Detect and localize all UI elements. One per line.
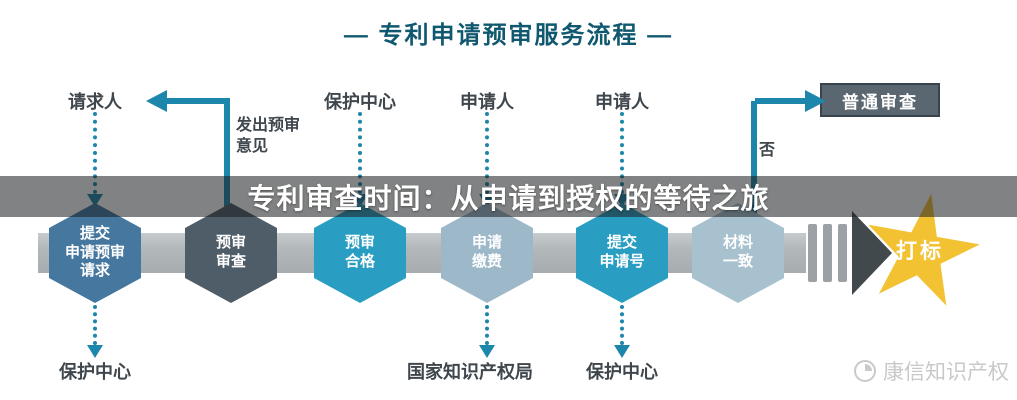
- overlay-caption-text: 专利审查时间：从申请到授权的等待之旅: [247, 182, 770, 214]
- hexagon-application-payment: 申请 缴费: [441, 203, 533, 303]
- arrow-right-elbow-horizontal: [755, 98, 807, 104]
- label-protection-center-bottom-right: 保护中心: [586, 362, 658, 382]
- ordinary-examination-box: 普通审查: [820, 83, 940, 117]
- dotted-arrow-applicant2-down: [620, 112, 624, 194]
- arrowhead-down-icon: [479, 345, 495, 358]
- label-issue-opinion: 发出预审 意见: [236, 117, 301, 155]
- label-applicant-1: 申请人: [460, 92, 514, 112]
- dotted-arrow-requester-down: [93, 112, 97, 194]
- arrow-left-head-icon: [146, 90, 167, 112]
- label-applicant-2: 申请人: [595, 92, 649, 112]
- watermark-text: 康信知识产权: [883, 361, 1009, 384]
- arrowhead-down-icon: [87, 345, 103, 358]
- label-no: 否: [759, 142, 776, 159]
- watermark: 康信知识产权: [853, 356, 1009, 386]
- hexagon-submit-preexam-request: 提交 申请预审 请求: [49, 203, 141, 303]
- dotted-arrow-to-protection-right: [620, 305, 624, 345]
- dotted-arrow-to-protection-left: [93, 305, 97, 345]
- dotted-arrow-applicant1-down: [485, 112, 489, 194]
- hexagon-submit-application-number: 提交 申请号: [576, 203, 668, 303]
- hexagon-materials-consistent: 材料 一致: [692, 203, 784, 303]
- hexagon-preexam-qualified: 预审 合格: [314, 203, 406, 303]
- process-band: [38, 233, 806, 273]
- play-arrow-icon: [852, 211, 892, 295]
- hexagon-preexam-review: 预审 审查: [185, 203, 277, 303]
- pause-bar-icon: [823, 224, 832, 282]
- dotted-arrow-protection-down: [358, 112, 362, 194]
- pause-bar-icon: [808, 224, 817, 282]
- dotted-arrow-to-cnipa: [485, 305, 489, 345]
- pause-bar-icon: [838, 224, 847, 282]
- arrow-right-head-icon: [805, 90, 826, 112]
- arrow-left-elbow-horizontal: [166, 98, 230, 104]
- label-requester: 请求人: [68, 92, 122, 112]
- overlay-caption-banner: 专利审查时间：从申请到授权的等待之旅: [0, 176, 1017, 217]
- label-protection-center-bottom-left: 保护中心: [59, 362, 131, 382]
- label-cnipa: 国家知识产权局: [407, 362, 533, 382]
- label-protection-center-top: 保护中心: [324, 92, 396, 112]
- arrow-left-elbow-vertical: [224, 101, 230, 233]
- arrowhead-down-icon: [614, 345, 630, 358]
- star-label: 打标: [896, 240, 944, 263]
- page-title: — 专利申请预审服务流程 —: [343, 22, 674, 49]
- arrow-right-elbow-vertical: [751, 101, 757, 233]
- watermark-logo-icon: [853, 359, 877, 383]
